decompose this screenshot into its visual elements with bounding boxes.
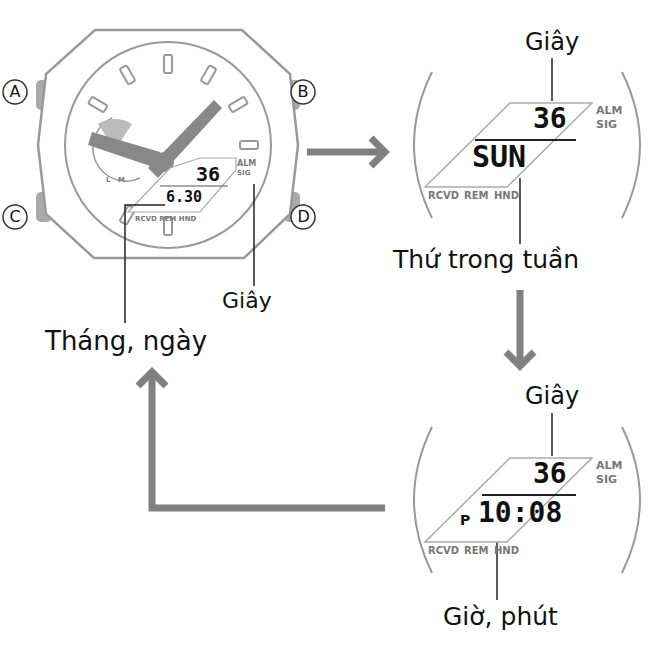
watch-dial — [65, 42, 271, 248]
indicator: ALM — [596, 105, 622, 116]
subdial-mark: M — [118, 177, 125, 184]
caption: Giây — [525, 30, 579, 54]
watch-lcd — [128, 158, 236, 212]
watch-case — [38, 30, 298, 258]
indicator: ALM — [237, 160, 256, 168]
indicator: SIG — [237, 170, 250, 177]
arrow-line — [517, 290, 524, 366]
arrow-line — [152, 372, 385, 508]
indicator: HND — [494, 191, 519, 201]
indicator: SIG — [596, 474, 617, 485]
hour-marker — [228, 97, 248, 113]
caption: Thứ trong tuần — [393, 247, 579, 272]
subdial-mark: L — [106, 177, 110, 184]
seconds-digits: 36 — [533, 460, 567, 488]
arrow-line — [307, 149, 385, 156]
hour-marker — [201, 65, 217, 85]
indicator: ALM — [596, 460, 622, 471]
indicator: RCVD — [428, 546, 459, 556]
display-group: Giây 36SUN ALM SIG RCVD REM HND Thứ trong tuần — [388, 25, 638, 287]
hour-markers — [88, 55, 258, 235]
display-group: 366.30ALMSIGRCVD REM HNDGiâyTháng, ngày — [0, 0, 305, 368]
display-group: Giây 36P 10:08 ALM SIG RCVD REM HND Giờ, phút — [388, 372, 638, 642]
caption: Giây — [525, 384, 579, 408]
weekday-text: SUN — [472, 142, 526, 172]
button-letter: A — [10, 84, 21, 100]
lcd-panel — [414, 427, 640, 573]
time-digits: 10:08 — [478, 499, 562, 527]
button-letter: D — [298, 209, 309, 225]
arrow-head — [138, 372, 166, 386]
hour-marker — [240, 141, 258, 149]
arrow-head — [371, 138, 385, 166]
caption: Giờ, phút — [443, 604, 558, 629]
hour-marker — [164, 55, 172, 73]
flow-arrow — [307, 138, 385, 166]
hour-marker — [120, 65, 136, 85]
flow-arrow — [138, 372, 385, 508]
button-circles — [3, 80, 315, 229]
pm-indicator: P — [460, 513, 470, 527]
lcd-divider — [160, 185, 228, 186]
button-letter: B — [298, 84, 309, 100]
hour-marker — [88, 97, 108, 113]
seconds-digits: 36 — [533, 105, 567, 133]
flow-arrow — [506, 290, 534, 366]
indicator: RCVD REM HND — [135, 216, 196, 223]
caption: Giây — [222, 290, 272, 312]
indicator: HND — [494, 546, 519, 556]
indicator: RCVD — [428, 191, 459, 201]
date-digits: 6.30 — [166, 190, 202, 205]
lcd-panel — [414, 72, 640, 218]
caption: Tháng, ngày — [45, 328, 207, 354]
indicator: SIG — [596, 119, 617, 130]
seconds-digits: 36 — [196, 164, 220, 184]
arrow-head — [506, 352, 534, 366]
indicator: REM — [464, 191, 488, 201]
indicator: REM — [464, 546, 488, 556]
hour-hand — [88, 132, 160, 168]
button-letter: C — [10, 209, 21, 225]
